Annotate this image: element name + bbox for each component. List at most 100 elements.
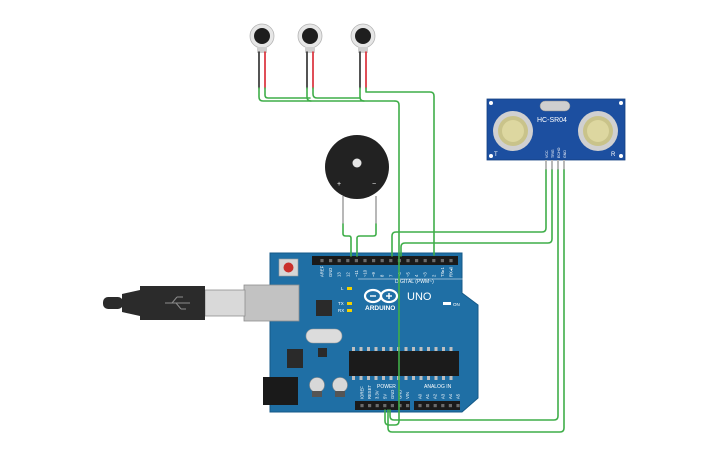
analog-pin-hole[interactable]: [433, 404, 437, 408]
digital-pin-hole[interactable]: [363, 259, 367, 263]
motor-ground-bus-wire: [258, 87, 396, 102]
analog-pin-label: A1: [425, 393, 430, 399]
digital-pin-label: ~9: [371, 272, 376, 277]
motor-2-ground-wire: [306, 87, 312, 102]
digital-pin-hole[interactable]: [389, 259, 393, 263]
digital-pin-hole[interactable]: [432, 259, 436, 263]
buzzer-minus-label: −: [372, 181, 376, 188]
digital-pin-label: 4: [414, 274, 419, 277]
motor-1-signal-wire: [264, 87, 311, 99]
crystal-oscillator: [305, 328, 343, 344]
wires: [258, 51, 565, 433]
analog-pin-label: A5: [456, 393, 461, 399]
sensor-echo-wire: [389, 169, 559, 421]
led-l-label: L: [341, 286, 344, 291]
power-pin-label: 5V: [382, 394, 387, 399]
sensor-r-mark: R: [611, 152, 616, 158]
on-led: [443, 302, 451, 305]
power-pin-hole[interactable]: [360, 404, 364, 408]
power-pin-label: RESET: [367, 385, 372, 399]
digital-pin-hole[interactable]: [406, 259, 410, 263]
analog-pin-hole[interactable]: [456, 404, 460, 408]
power-pin-label: IOREF: [360, 386, 365, 399]
analog-pin-label: A4: [448, 393, 453, 399]
usb-cable-icon[interactable]: [103, 284, 300, 322]
digital-pin-hole[interactable]: [423, 259, 427, 263]
power-pin-hole[interactable]: [390, 404, 394, 408]
digital-pin-hole[interactable]: [415, 259, 419, 263]
power-pin-hole[interactable]: [406, 404, 410, 408]
digital-pin-hole[interactable]: [346, 259, 350, 263]
analog-pin-holes: [418, 404, 460, 408]
power-pin-hole[interactable]: [375, 404, 379, 408]
digital-pin-label: ~3: [423, 272, 428, 277]
sensor-vcc-wire: [391, 169, 547, 257]
analog-header-label: ANALOG IN: [424, 384, 452, 390]
buzzer-plus-label: +: [337, 181, 341, 188]
power-pin-label: GND: [390, 390, 395, 399]
buzzer-plus-wire: [342, 223, 352, 257]
digital-pin-hole[interactable]: [380, 259, 384, 263]
capacitor-2-base: [335, 391, 345, 397]
on-led-label: ON: [453, 302, 460, 307]
power-pin-hole[interactable]: [398, 404, 402, 408]
analog-pin-hole[interactable]: [418, 404, 422, 408]
led-rx: [347, 309, 352, 312]
vibration-motor-icon[interactable]: [297, 23, 323, 53]
vibration-motor-icon[interactable]: [350, 23, 376, 53]
arduino-brand: ARDUINO: [365, 305, 395, 312]
digital-pin-hole[interactable]: [449, 259, 453, 263]
sensor-t-mark: T: [494, 152, 498, 158]
led-tx-label: TX: [338, 301, 344, 306]
digital-pin-hole[interactable]: [320, 259, 324, 263]
sensor-gnd-wire: [387, 169, 565, 433]
digital-pin-label: ~5: [406, 272, 411, 277]
power-pin-hole[interactable]: [368, 404, 372, 408]
sensor-pin-label: ECHO: [557, 147, 561, 158]
sensor-pin-label: VCC: [545, 150, 549, 158]
voltage-regulator: [287, 349, 303, 368]
piezo-buzzer-icon[interactable]: + −: [325, 135, 389, 224]
motor-ground-to-gnd-wire: [384, 100, 400, 426]
dc-power-jack[interactable]: [263, 377, 298, 405]
vibration-motor-icon[interactable]: [249, 23, 275, 53]
analog-header-strip: [414, 401, 460, 410]
power-header-strip: [355, 401, 410, 410]
digital-pin-label: AREF: [320, 265, 325, 277]
arduino-model: UNO: [407, 291, 432, 303]
motor-2-signal-wire: [312, 87, 361, 99]
sensor-trig-wire: [400, 169, 553, 257]
sensor-pin-label: TRIG: [551, 149, 555, 158]
capacitor-2: [332, 377, 348, 393]
digital-pin-hole[interactable]: [354, 259, 358, 263]
capacitor-1-base: [312, 391, 322, 397]
vibration-motors: [249, 23, 376, 53]
sensor-receiver: [578, 111, 618, 151]
power-pin-label: VIN: [405, 392, 410, 399]
digital-pin-hole[interactable]: [440, 259, 444, 263]
sensor-transmitter: [493, 111, 533, 151]
analog-pin-hole[interactable]: [426, 404, 430, 408]
digital-pin-label: RX◂0: [449, 266, 454, 277]
power-header-label: POWER: [377, 384, 396, 390]
atmega-chip-pins: [352, 347, 453, 380]
digital-header-strip: [312, 256, 458, 265]
sensor-pin-label: GND: [563, 150, 567, 158]
motor-3-ground-wire: [359, 87, 365, 102]
digital-pin-hole[interactable]: [372, 259, 376, 263]
analog-pin-hole[interactable]: [441, 404, 445, 408]
digital-header-label: DIGITAL (PWM~): [395, 279, 434, 285]
digital-pin-hole[interactable]: [337, 259, 341, 263]
sensor-crystal: [539, 100, 571, 112]
analog-pin-hole[interactable]: [448, 404, 452, 408]
power-pin-hole[interactable]: [383, 404, 387, 408]
digital-pin-hole[interactable]: [329, 259, 333, 263]
digital-pin-label: 12: [345, 272, 350, 277]
usb-chip: [316, 300, 332, 316]
atmega-chip: [349, 351, 459, 376]
